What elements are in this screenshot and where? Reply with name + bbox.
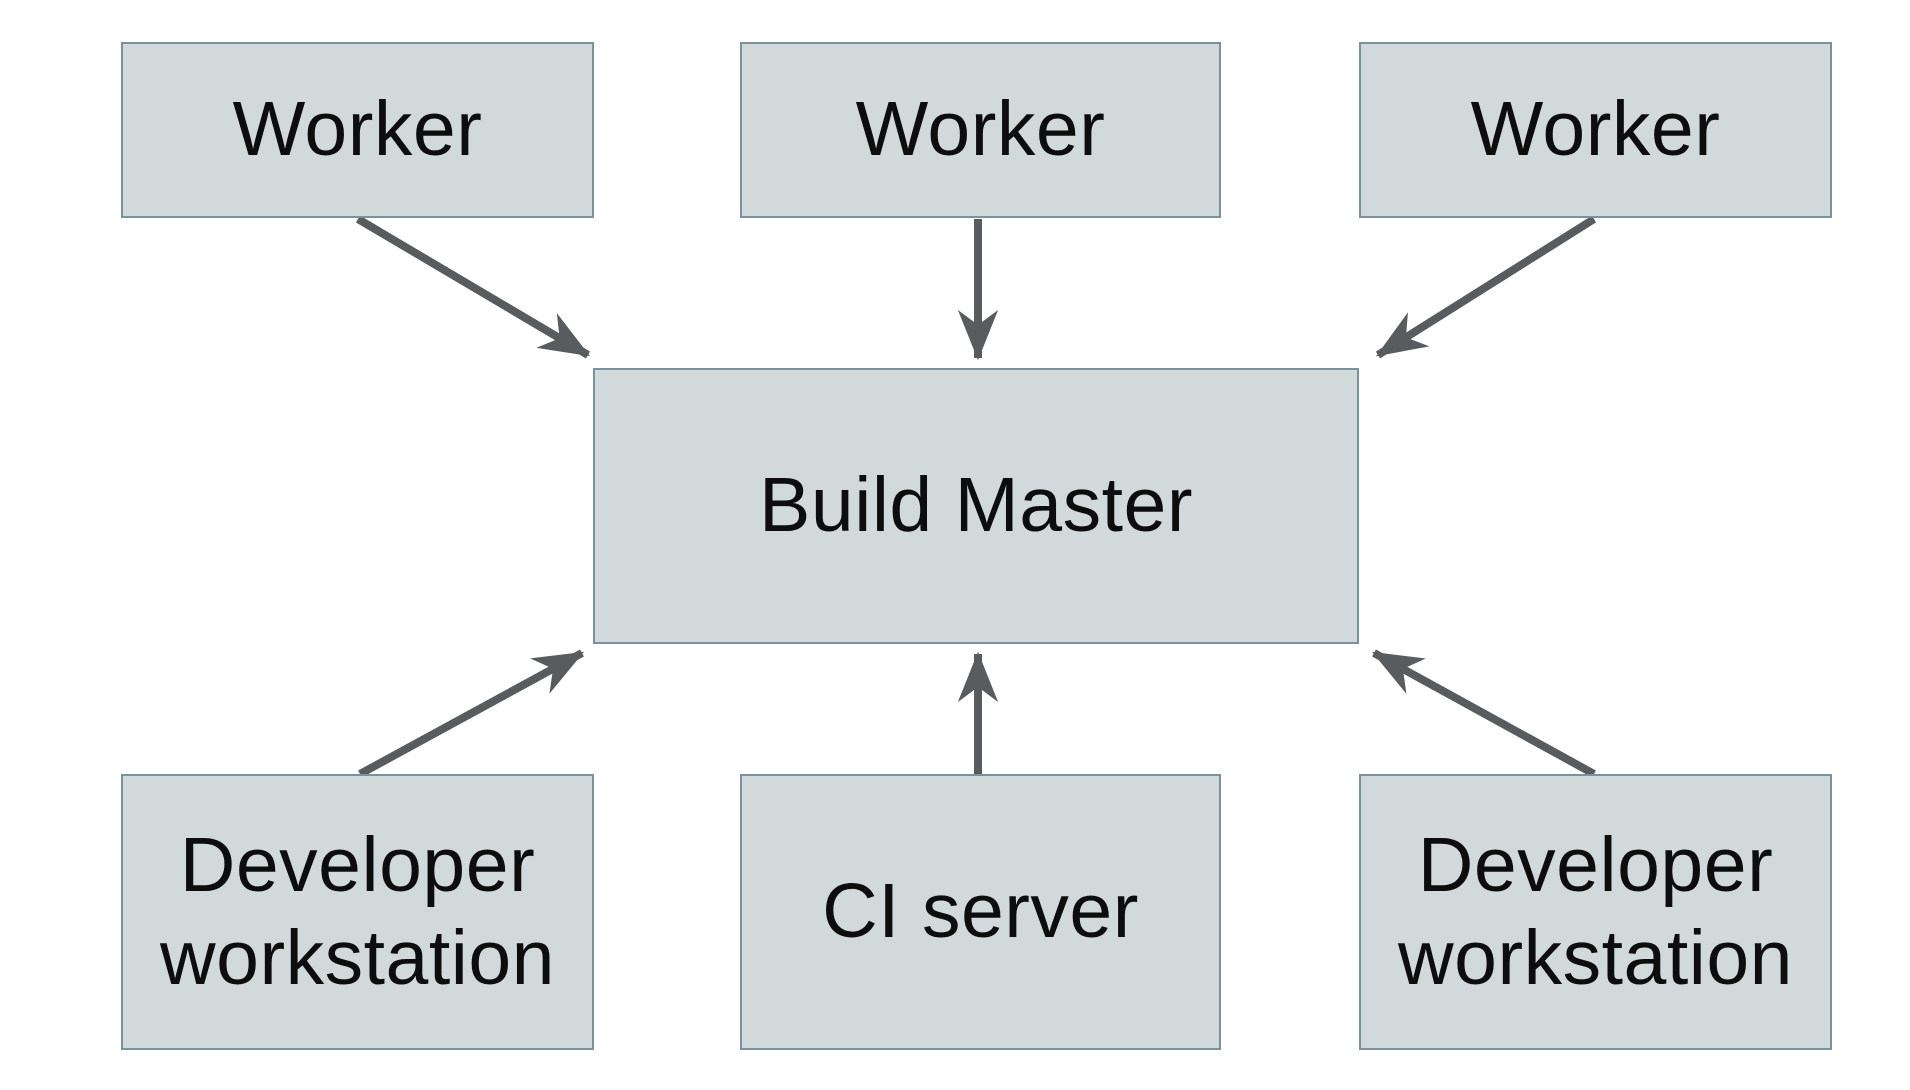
node-ci-server-label: CI server bbox=[822, 868, 1139, 955]
node-worker-3: Worker bbox=[1359, 42, 1832, 218]
node-developer-workstation-1: Developer workstation bbox=[121, 774, 594, 1050]
arrow-dev-workstation1-to-build-master bbox=[358, 649, 585, 778]
node-ci-server: CI server bbox=[740, 774, 1221, 1050]
node-worker-2-label: Worker bbox=[855, 86, 1106, 173]
node-worker-1-label: Worker bbox=[232, 86, 483, 173]
arrow-worker1-to-build-master bbox=[355, 215, 591, 359]
node-developer-workstation-1-label: Developer workstation bbox=[160, 821, 555, 1001]
node-build-master-label: Build Master bbox=[759, 462, 1193, 549]
arrow-worker3-to-build-master bbox=[1375, 215, 1597, 359]
arrow-dev-workstation2-to-build-master bbox=[1371, 649, 1596, 778]
node-developer-workstation-2: Developer workstation bbox=[1359, 774, 1832, 1050]
node-worker-1: Worker bbox=[121, 42, 594, 218]
node-developer-workstation-2-label: Developer workstation bbox=[1398, 821, 1793, 1001]
node-build-master: Build Master bbox=[593, 368, 1359, 644]
node-worker-3-label: Worker bbox=[1470, 86, 1721, 173]
node-worker-2: Worker bbox=[740, 42, 1221, 218]
